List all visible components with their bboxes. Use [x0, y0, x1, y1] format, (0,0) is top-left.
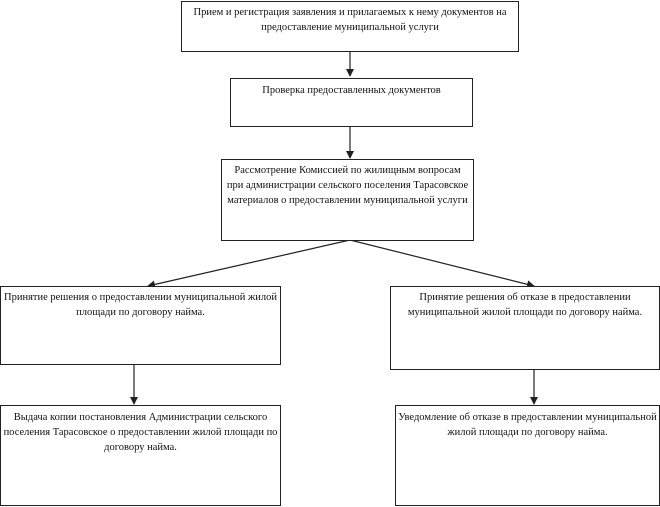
step-notify-refusal-box: Уведомление об отказе в предоставлении м… [395, 405, 660, 506]
step-notify-refusal-line-2: жилой площади по договору найма. [447, 427, 608, 438]
arrow-commission-to-grant [147, 239, 351, 289]
step-commission-line-3: материалов о предоставлении муниципально… [227, 195, 468, 206]
step-reception-line-1: Прием и регистрация заявления и прилагае… [193, 7, 507, 18]
step-commission-box: Рассмотрение Комиссией по жилищным вопро… [221, 159, 474, 241]
step-issue-copy-box: Выдача копии постановления Администрации… [0, 405, 281, 506]
step-notify-refusal-line-1: Уведомление об отказе в предоставлении м… [398, 412, 657, 423]
step-issue-copy-line-1: Выдача копии постановления Администрации… [13, 412, 268, 423]
step-decision-refuse-line-2: муниципальной жилой площади по договору … [407, 307, 643, 318]
step-decision-grant-box: Принятие решения о предоставлении муници… [0, 286, 281, 365]
step-issue-copy-line-3: договору найма. [104, 442, 177, 453]
step-reception-box: Прием и регистрация заявления и прилагае… [181, 1, 519, 52]
step-commission-line-1: Рассмотрение Комиссией по жилищным вопро… [234, 165, 461, 176]
step-issue-copy-line-2: поселения Тарасовское о предоставлении ж… [3, 427, 278, 438]
step-commission-line-2: при администрации сельского поселения Та… [226, 180, 469, 191]
step-decision-grant-line-2: площади по договору найма. [76, 307, 205, 318]
step-decision-refuse-line-1: Принятие решения об отказе в предоставле… [419, 292, 631, 303]
step-decision-refuse-box: Принятие решения об отказе в предоставле… [390, 286, 660, 370]
step-reception-line-2: предоставление муниципальной услуги [261, 22, 439, 33]
step-decision-grant-line-1: Принятие решения о предоставлении муници… [4, 292, 277, 303]
step-check-box: Проверка предоставленных документов [230, 78, 473, 127]
step-check-line-1: Проверка предоставленных документов [262, 85, 441, 96]
arrow-commission-to-refuse [349, 239, 535, 289]
